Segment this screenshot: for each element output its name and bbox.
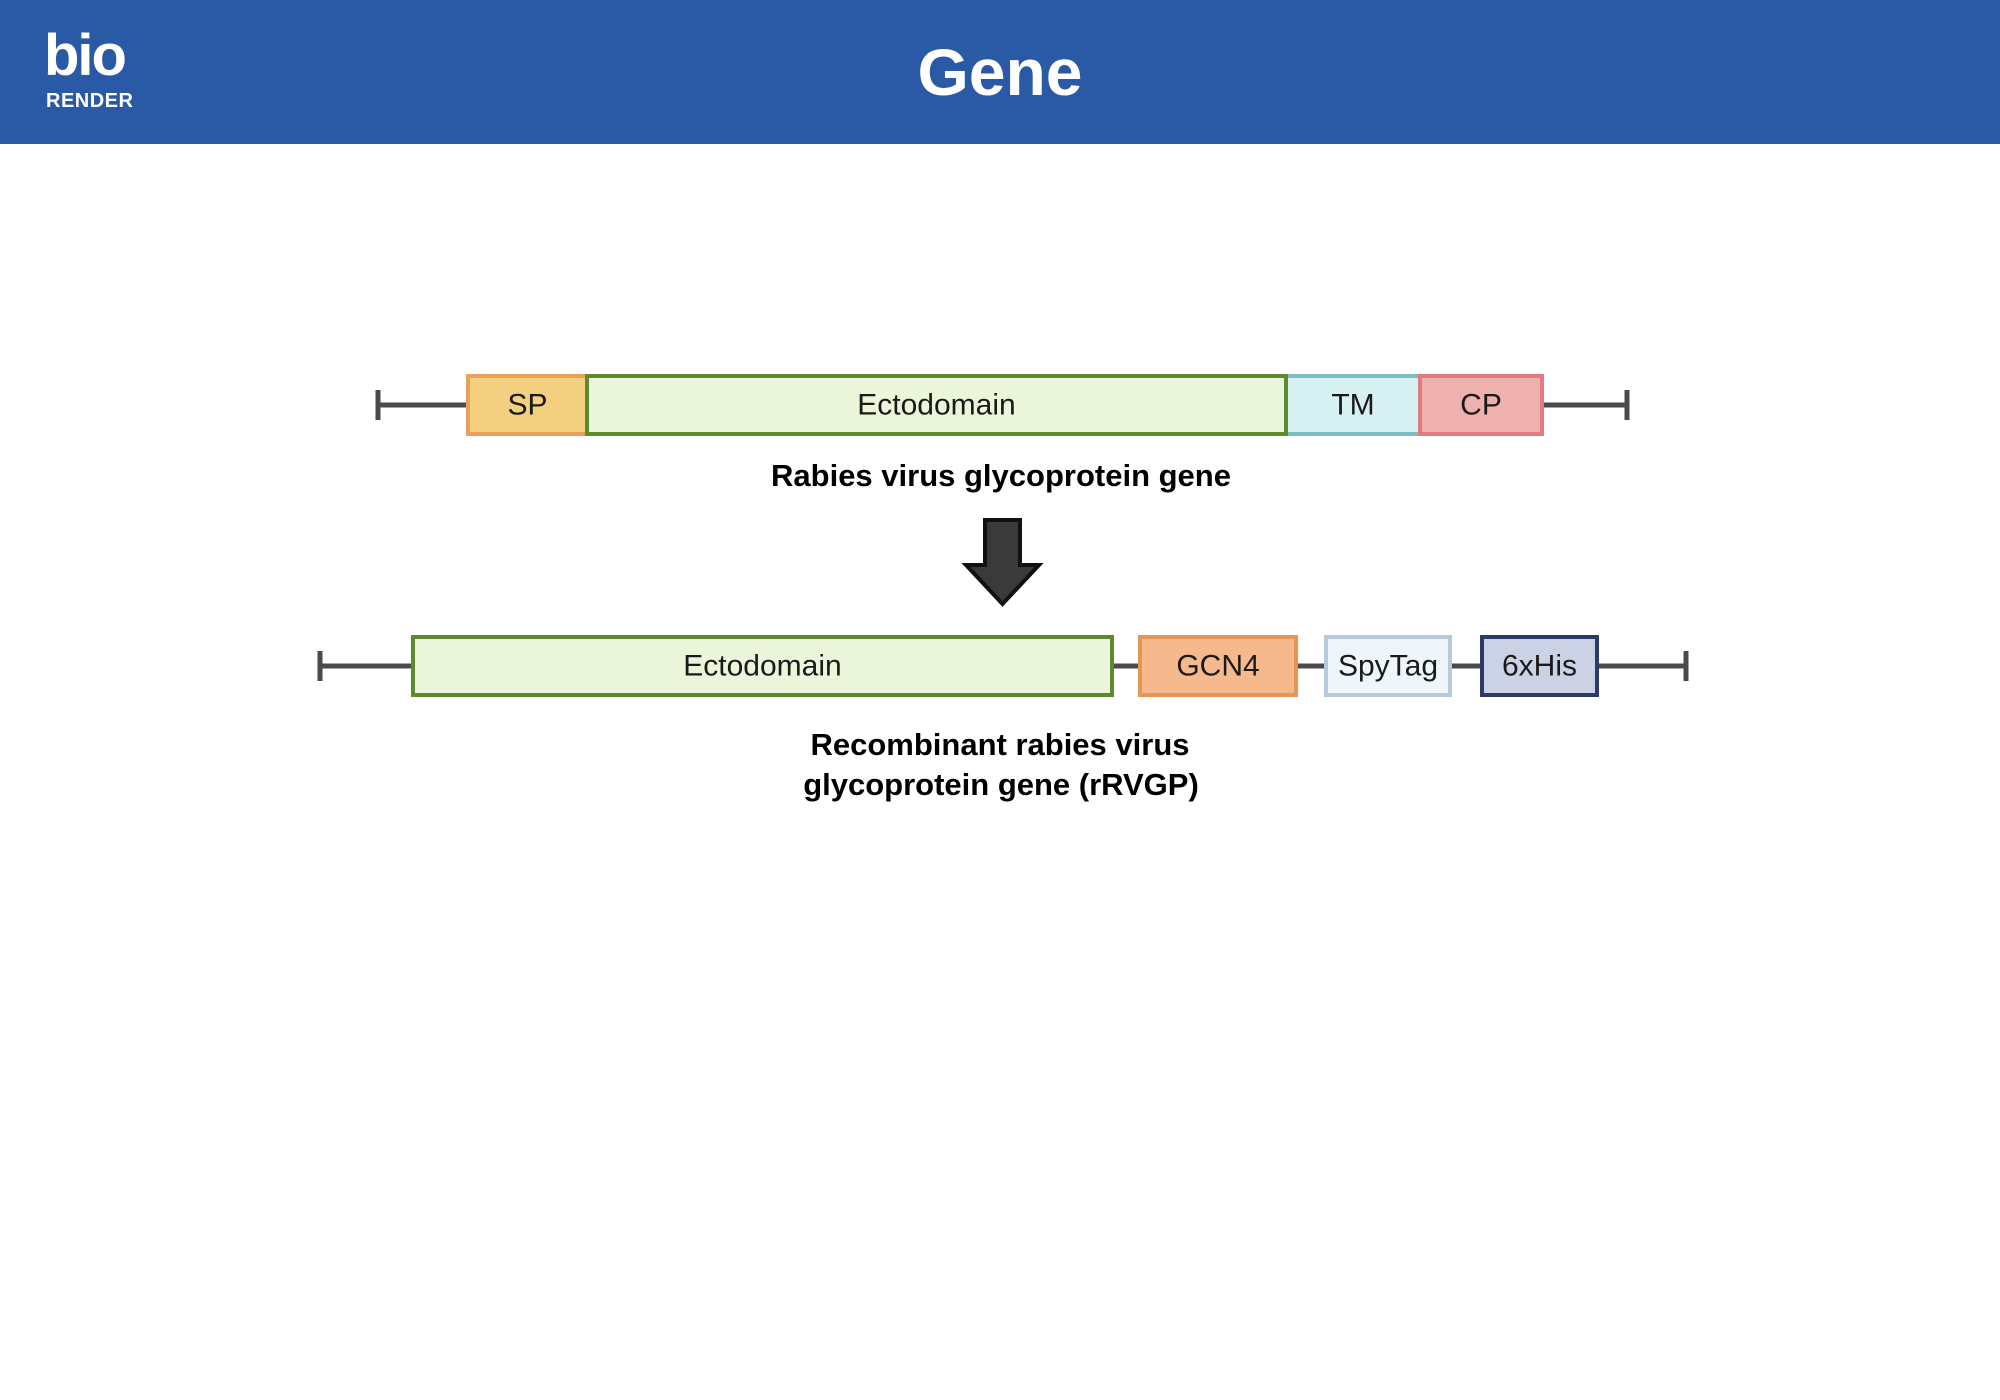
- logo-render-text: RENDER: [46, 90, 134, 112]
- native-segment-ectodomain-label: Ectodomain: [857, 389, 1015, 422]
- native-segment-sp-label: SP: [507, 389, 547, 422]
- native-segment-tm-label: TM: [1331, 389, 1374, 422]
- recombinant-segment-gcn4-label: GCN4: [1176, 650, 1259, 683]
- native-gene-construct: SP TM CP Ectodomain: [375, 374, 1630, 436]
- recombinant-segment-ectodomain-label: Ectodomain: [683, 650, 841, 683]
- recombinant-gene-caption-line2: glycoprotein gene (rRVGP): [803, 767, 1199, 802]
- logo-bio-text: bio: [44, 23, 127, 88]
- recombinant-segment-spytag-label: SpyTag: [1338, 650, 1438, 683]
- recombinant-segment-6xhis: [1480, 635, 1599, 697]
- biorender-logo: bio RENDER: [44, 24, 140, 114]
- native-segment-ectodomain: [585, 374, 1288, 436]
- header-bar: bio RENDER Gene: [0, 0, 2000, 144]
- recombinant-segment-ectodomain: [411, 635, 1114, 697]
- recombinant-gene-caption-line1: Recombinant rabies virus: [810, 727, 1190, 762]
- recombinant-segment-gcn4: [1138, 635, 1298, 697]
- recombinant-segment-spytag: [1324, 635, 1452, 697]
- native-gene-caption: Rabies virus glycoprotein gene: [771, 458, 1231, 493]
- recombinant-gene-construct: Ectodomain GCN4 SpyTag 6xHis: [317, 635, 1689, 697]
- recombinant-segment-6xhis-label: 6xHis: [1502, 650, 1577, 683]
- native-segment-cp: [1418, 374, 1544, 436]
- native-segment-tm: [1284, 374, 1422, 436]
- native-segment-cp-label: CP: [1460, 389, 1502, 422]
- page-title: Gene: [917, 35, 1083, 109]
- down-arrow-icon: [961, 518, 1044, 607]
